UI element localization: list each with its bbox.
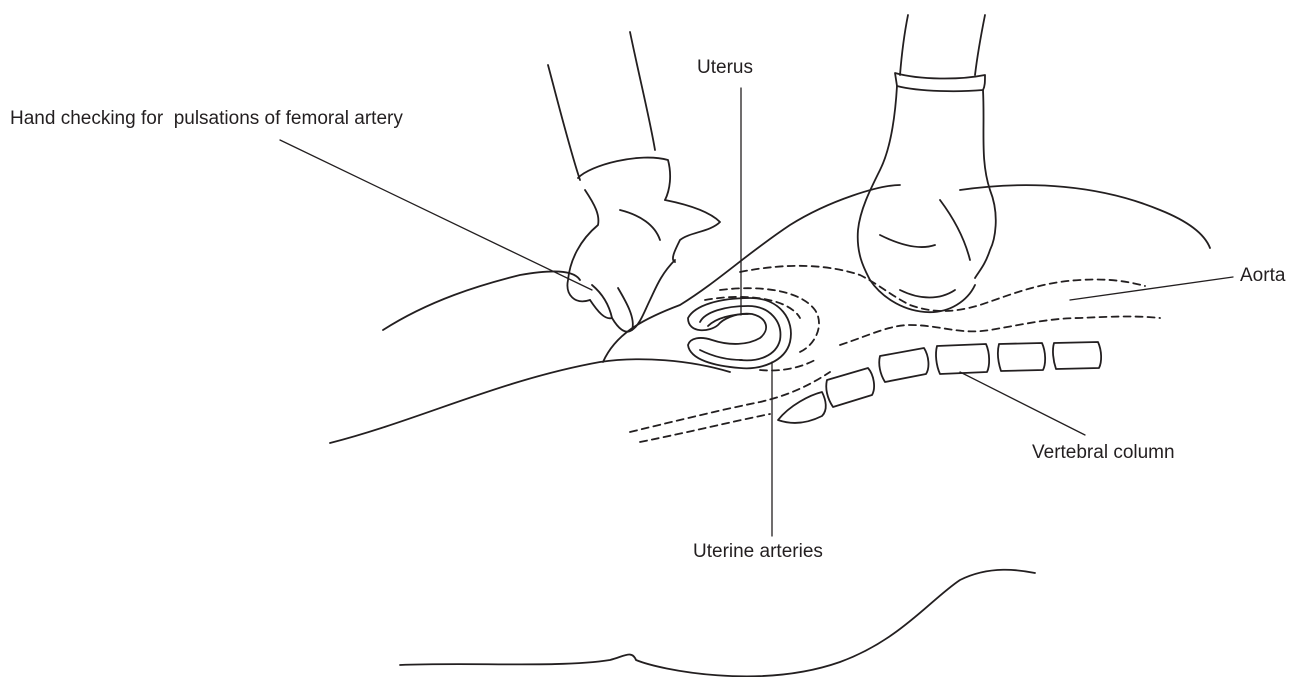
left-hand-illustration xyxy=(548,32,720,332)
vertebra-5 xyxy=(998,343,1045,371)
vertebra-4 xyxy=(936,344,989,374)
vertebra-2 xyxy=(826,368,874,407)
uterus-illustration xyxy=(688,298,791,368)
right-arm-line-1 xyxy=(900,15,908,75)
label-uterus: Uterus xyxy=(697,57,753,79)
right-fist-fold-2 xyxy=(900,290,955,298)
label-vertebral-column: Vertebral column xyxy=(1032,442,1175,464)
left-glove-cuff xyxy=(578,158,670,200)
right-glove-left-side xyxy=(858,86,897,280)
left-glove-back xyxy=(567,190,598,301)
right-fist-fold-3 xyxy=(940,200,970,260)
right-arm-line-2 xyxy=(975,15,985,75)
left-finger-1 xyxy=(590,285,612,318)
left-finger-4 xyxy=(665,200,720,262)
pelvic-dashed-3 xyxy=(760,360,815,371)
body-outline-thigh xyxy=(383,271,580,330)
leader-hand xyxy=(280,140,592,290)
abdomen-top-curve xyxy=(960,185,1210,248)
vertebral-column-illustration xyxy=(778,342,1101,423)
vertebra-1 xyxy=(778,392,826,423)
uterus-outer xyxy=(688,298,791,368)
abdomen-outline xyxy=(603,185,900,362)
label-aorta: Aorta xyxy=(1240,265,1285,287)
vertebra-6 xyxy=(1053,342,1101,369)
right-hand-illustration xyxy=(858,15,996,312)
left-finger-2 xyxy=(612,288,633,332)
leader-vertebral xyxy=(960,372,1085,435)
right-fist-fold-1 xyxy=(880,235,935,247)
left-arm-line-1 xyxy=(548,65,580,180)
uterus-inner-2 xyxy=(708,314,748,326)
leader-aorta xyxy=(1070,277,1233,300)
label-hand-femoral: Hand checking for pulsations of femoral … xyxy=(10,108,403,130)
vertebra-3 xyxy=(879,348,928,382)
aorta-lower-dashed xyxy=(840,317,1160,346)
left-finger-3 xyxy=(632,260,675,330)
leader-lines xyxy=(280,88,1233,536)
aorta-upper-dashed xyxy=(740,266,1145,311)
iliac-dashed-2 xyxy=(640,414,770,442)
right-glove-right-side xyxy=(975,90,996,278)
label-uterine-arteries: Uterine arteries xyxy=(693,541,823,563)
right-glove-cuff xyxy=(895,73,985,91)
right-fist-bottom xyxy=(870,280,975,312)
left-arm-line-2 xyxy=(630,32,655,150)
left-glove-knuckle xyxy=(620,210,660,240)
lower-body-outline xyxy=(400,570,1035,677)
body-outline-back xyxy=(330,359,730,443)
uterus-inner-3 xyxy=(700,350,742,360)
